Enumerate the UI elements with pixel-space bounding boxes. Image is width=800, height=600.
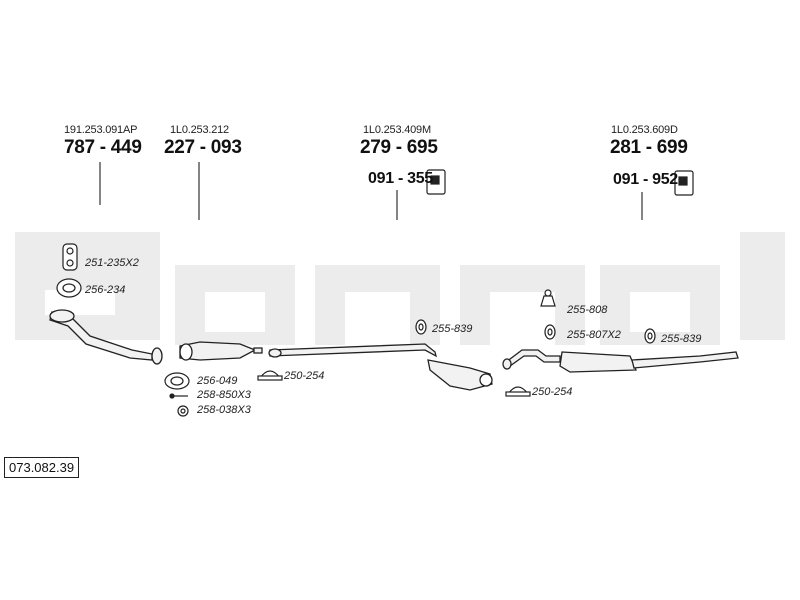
accessory-label[interactable]: 255-839 — [661, 333, 702, 345]
accessory-label[interactable]: 250-254 — [284, 370, 325, 382]
part-number-4[interactable]: 281 - 699 — [610, 137, 688, 158]
sub-part-number-3[interactable]: 091 - 355 — [368, 170, 433, 187]
accessory-label[interactable]: 255-839 — [432, 323, 473, 335]
accessory-label[interactable]: 256-049 — [197, 375, 238, 387]
accessory-label[interactable]: 258-850X3 — [197, 389, 251, 401]
oem-number-3: 1L0.253.409M — [363, 124, 431, 136]
hanger-ring-icon — [644, 328, 656, 344]
front-pipe — [49, 309, 163, 365]
accessory-label[interactable]: 250-254 — [532, 386, 573, 398]
bracket-icon — [674, 170, 694, 196]
gasket-icon — [56, 278, 82, 298]
bracket-icon — [426, 169, 446, 195]
oem-number-1: 191.253.091AP — [64, 124, 138, 136]
accessory-label[interactable]: 255-808 — [567, 304, 608, 316]
diagram-reference-number: 073.082.39 — [4, 457, 80, 478]
gasket-icon — [164, 372, 190, 390]
accessory-label[interactable]: 255-807X2 — [567, 329, 621, 341]
sub-part-number-4[interactable]: 091 - 952 — [613, 171, 678, 188]
hanger-ring-icon — [544, 324, 556, 340]
oem-number-2: 1L0.253.212 — [170, 124, 229, 136]
bolt-icon — [169, 393, 188, 399]
clamp-icon — [62, 243, 78, 271]
accessory-label[interactable]: 258-038X3 — [197, 404, 251, 416]
middle-silencer — [268, 343, 493, 391]
nut-icon — [177, 405, 189, 417]
clamp-icon — [505, 386, 531, 397]
rear-silencer — [502, 349, 739, 373]
part-number-2[interactable]: 227 - 093 — [164, 137, 242, 158]
clamp-icon — [257, 370, 283, 381]
part-number-1[interactable]: 787 - 449 — [64, 137, 142, 158]
mounting-rubber-icon — [540, 289, 556, 307]
oem-number-4: 1L0.253.609D — [611, 124, 678, 136]
catalytic-converter — [179, 341, 263, 361]
part-number-3[interactable]: 279 - 695 — [360, 137, 438, 158]
accessory-label[interactable]: 251-235X2 — [85, 257, 139, 269]
hanger-ring-icon — [415, 319, 427, 335]
accessory-label[interactable]: 256-234 — [85, 284, 126, 296]
